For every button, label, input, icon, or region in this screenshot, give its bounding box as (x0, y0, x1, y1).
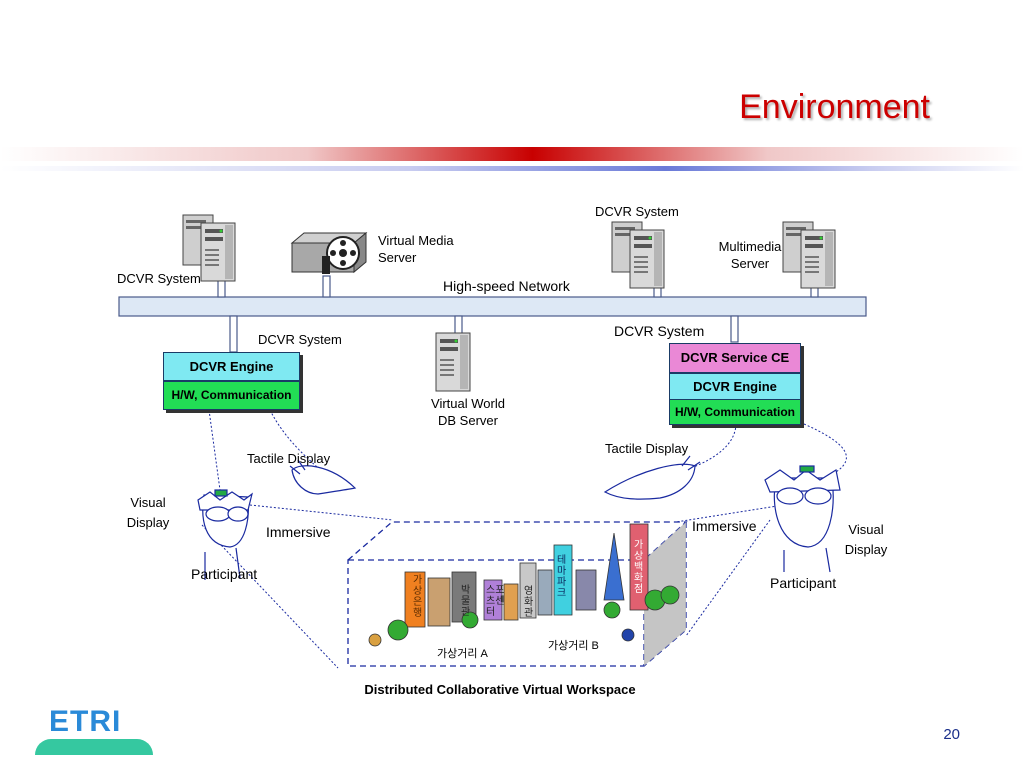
label-multimedia-server: Multimedia Server (718, 239, 782, 271)
participant-head-right (764, 465, 841, 573)
slide-title: Environment (739, 88, 930, 126)
workspace-title: Distributed Collaborative Virtual Worksp… (364, 682, 636, 697)
right-immersive-label: Immersive (692, 518, 757, 534)
label-virtual-world-db: Virtual World DB Server (431, 396, 505, 428)
left-visual-label: Visual Display (126, 495, 170, 530)
right-hw-communication: H/W, Communication (669, 399, 801, 425)
right-dcvr-service-ce: DCVR Service CE (669, 343, 801, 373)
virtual-city (368, 523, 680, 647)
hand-icon-right (603, 455, 701, 500)
left-tactile-label: Tactile Display (247, 451, 331, 466)
network-bar (118, 296, 867, 317)
label-dcvr-system-top-left: DCVR System (117, 271, 201, 286)
etri-logo-arc (35, 739, 153, 755)
right-tactile-label: Tactile Display (605, 441, 689, 456)
label-dcvr-system-left: DCVR System (258, 332, 342, 347)
hand-icon-left (289, 459, 357, 495)
header-blue-bar (0, 166, 1024, 171)
page-number: 20 (943, 726, 960, 743)
right-participant-label: Participant (770, 575, 837, 591)
etri-logo-text: ETRI (49, 705, 122, 738)
building-label-themepark: 테마파크 (557, 555, 567, 599)
etri-logo: ETRI (35, 705, 155, 755)
label-virtual-media-server: Virtual Media Server (378, 233, 454, 265)
participant-head-left (197, 489, 253, 580)
server-top-right (612, 222, 664, 288)
building-label-bank: 가상은행 (413, 575, 423, 619)
server-db (435, 332, 471, 392)
right-dcvr-engine: DCVR Engine (669, 373, 801, 400)
building-label-museum: 박물관 (461, 585, 471, 618)
left-participant-label: Participant (191, 566, 258, 582)
building-label-department: 가상백화점 (634, 540, 644, 595)
header-red-bar (0, 147, 1024, 161)
label-network: High-speed Network (443, 278, 570, 294)
building-label-cinema: 영화관 (524, 586, 534, 619)
film-reel-icon (290, 231, 368, 274)
left-hw-communication: H/W, Communication (163, 381, 300, 410)
left-dcvr-engine: DCVR Engine (163, 352, 300, 381)
left-immersive-label: Immersive (266, 524, 331, 540)
label-dcvr-system-right: DCVR System (614, 323, 705, 339)
right-visual-label: Visual Display (844, 522, 888, 557)
street-a-label: 가상거리 A (437, 648, 488, 660)
street-b-label: 가상거리 B (548, 640, 599, 652)
label-dcvr-system-top-right: DCVR System (595, 204, 679, 219)
building-label-sports: 스포츠센터 (486, 585, 505, 618)
